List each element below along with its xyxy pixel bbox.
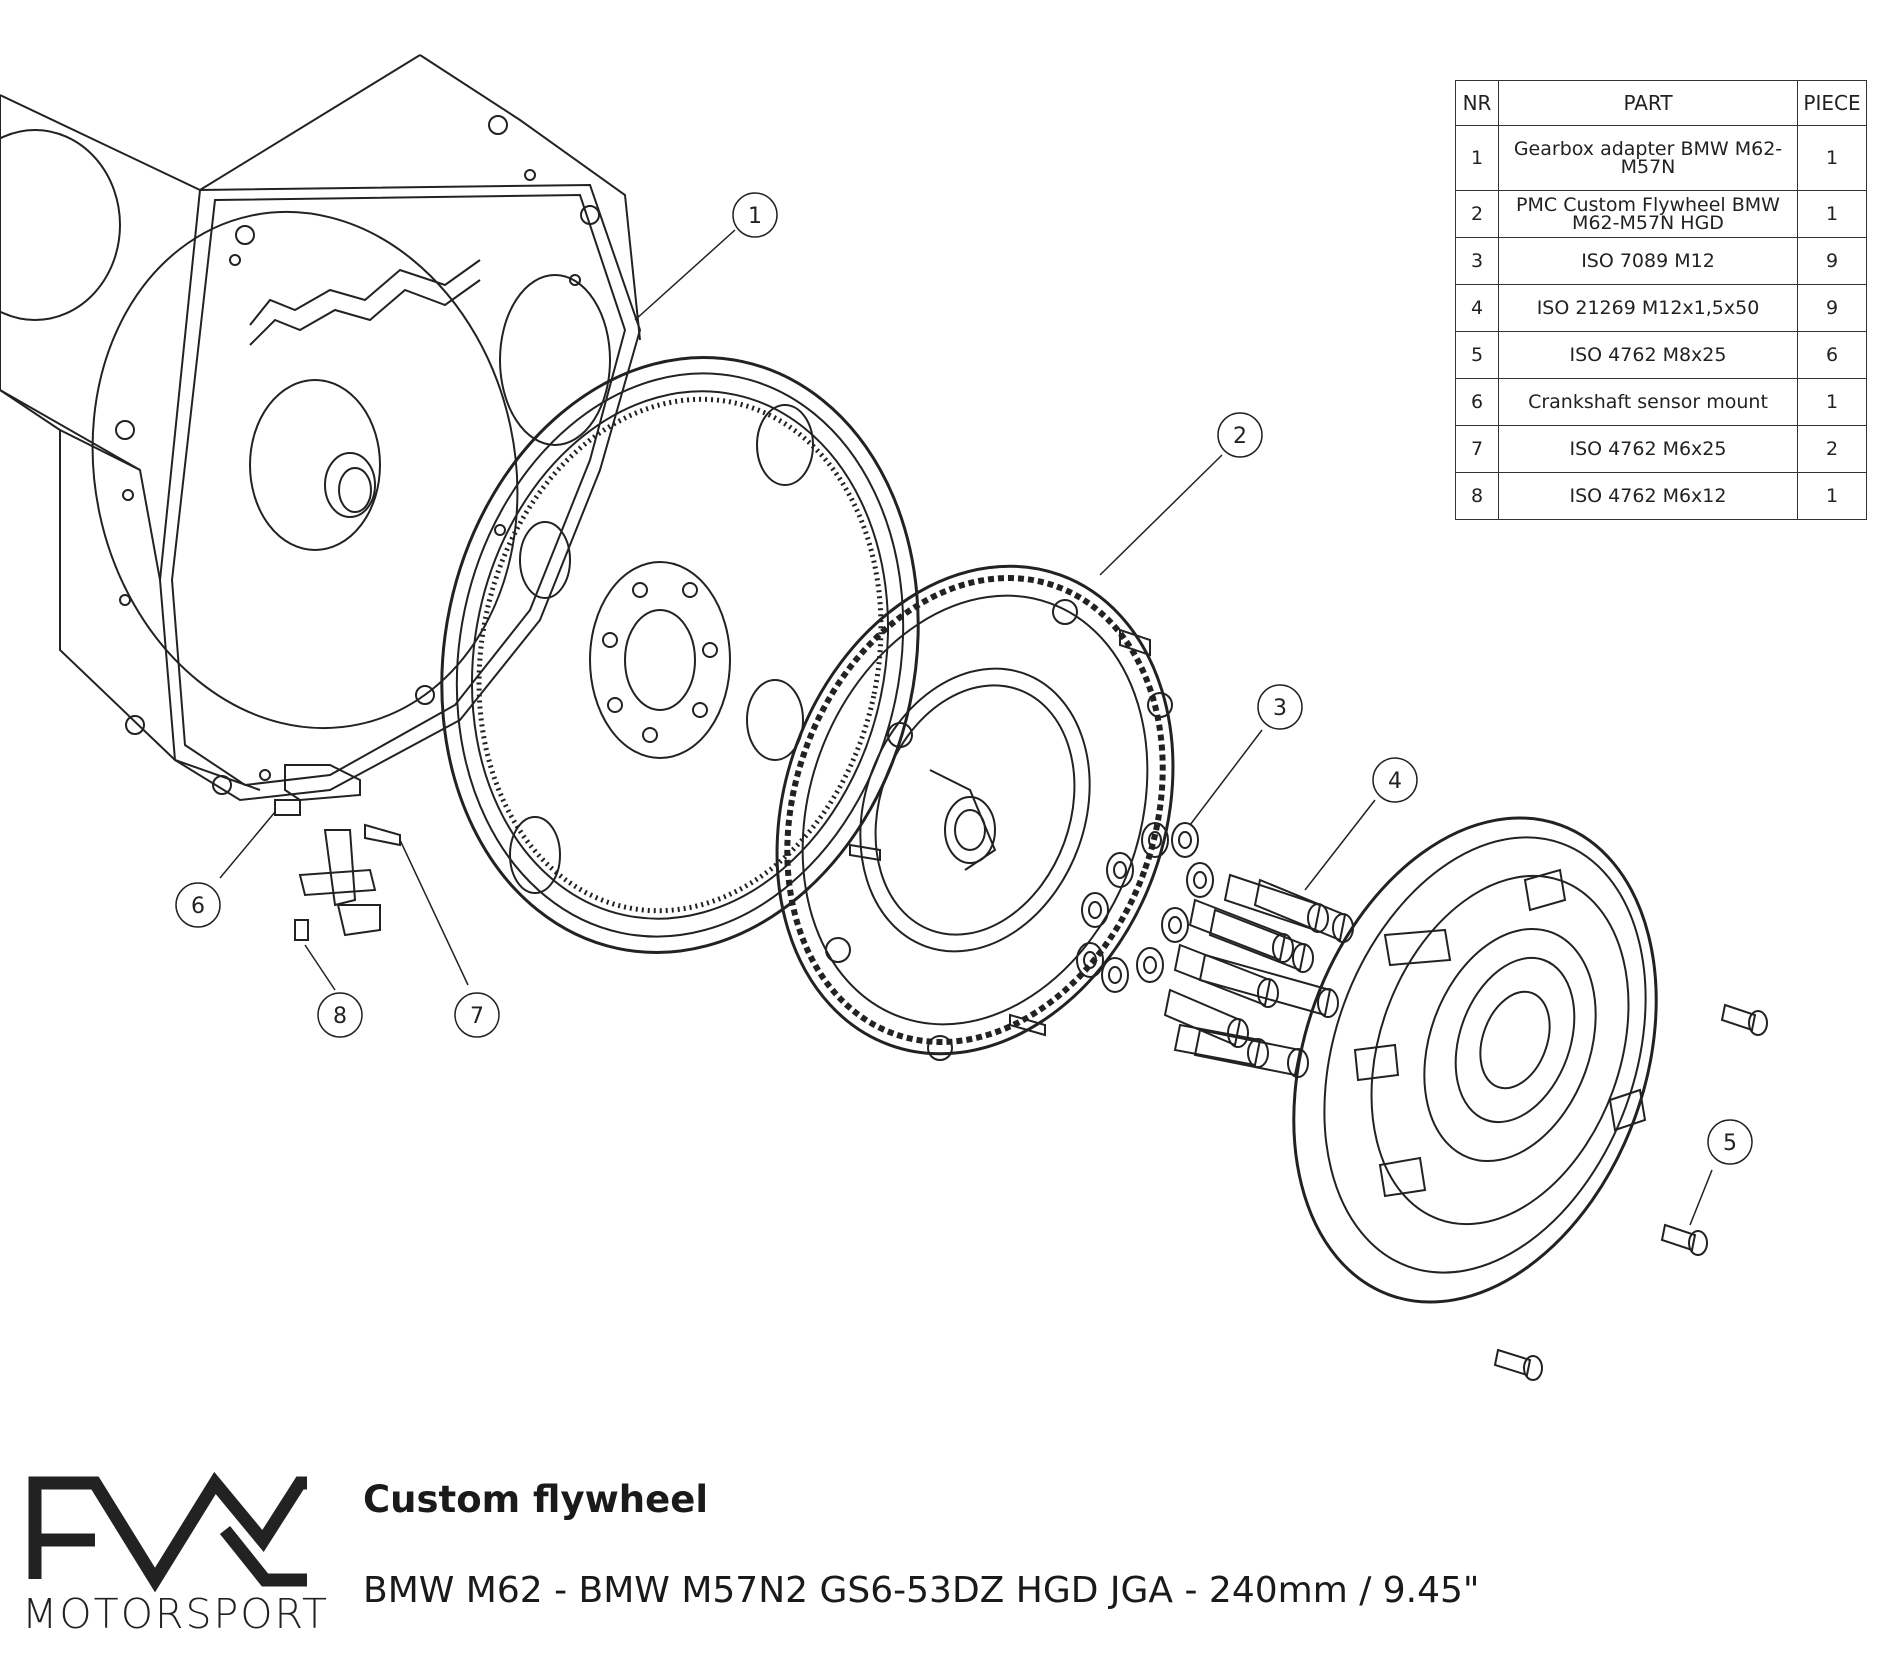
callout-2: 2 xyxy=(1217,412,1263,458)
callout-7: 7 xyxy=(454,992,500,1038)
callout-8: 8 xyxy=(317,992,363,1038)
row-part: ISO 4762 M8x25 xyxy=(1498,331,1798,379)
row-piece: 9 xyxy=(1797,237,1867,285)
crankshaft-sensor-mount xyxy=(274,764,401,941)
row-piece: 2 xyxy=(1797,425,1867,473)
svg-text:1: 1 xyxy=(748,204,762,229)
table-row: 4 ISO 21269 M12x1,5x50 9 xyxy=(1455,284,1867,332)
row-part: Crankshaft sensor mount xyxy=(1498,378,1798,426)
row-part: Gearbox adapter BMW M62-M57N xyxy=(1498,125,1798,191)
svg-text:5: 5 xyxy=(1723,1131,1737,1156)
drawing-title: Custom flywheel xyxy=(363,1478,708,1521)
row-piece: 1 xyxy=(1797,125,1867,191)
clutch-pressure-plate xyxy=(1292,816,1658,1304)
svg-text:4: 4 xyxy=(1388,769,1402,794)
callout-6: 6 xyxy=(175,882,221,928)
table-row: 3 ISO 7089 M12 9 xyxy=(1455,237,1867,285)
flywheel-bolts xyxy=(1163,873,1354,1078)
pmc-logo-mark xyxy=(28,1471,307,1593)
row-piece: 9 xyxy=(1797,284,1867,332)
svg-text:3: 3 xyxy=(1273,696,1287,721)
row-part: ISO 7089 M12 xyxy=(1498,237,1798,285)
washers xyxy=(1076,822,1214,993)
row-nr: 2 xyxy=(1455,190,1499,238)
row-piece: 1 xyxy=(1797,472,1867,520)
row-piece: 6 xyxy=(1797,331,1867,379)
row-piece: 1 xyxy=(1797,190,1867,238)
row-nr: 7 xyxy=(1455,425,1499,473)
table-row: 5 ISO 4762 M8x25 6 xyxy=(1455,331,1867,379)
table-row: 2 PMC Custom Flywheel BMW M62-M57N HGD 1 xyxy=(1455,190,1867,238)
header-part: PART xyxy=(1498,80,1798,126)
parts-table-header: NR PART PIECE xyxy=(1455,80,1867,126)
svg-text:8: 8 xyxy=(333,1004,347,1029)
row-piece: 1 xyxy=(1797,378,1867,426)
row-nr: 3 xyxy=(1455,237,1499,285)
custom-flywheel xyxy=(775,564,1175,1061)
table-row: 1 Gearbox adapter BMW M62-M57N 1 xyxy=(1455,125,1867,191)
header-piece: PIECE xyxy=(1797,80,1867,126)
callout-3: 3 xyxy=(1257,684,1303,730)
row-nr: 5 xyxy=(1455,331,1499,379)
row-part: ISO 21269 M12x1,5x50 xyxy=(1498,284,1798,332)
table-row: 7 ISO 4762 M6x25 2 xyxy=(1455,425,1867,473)
callout-1: 1 xyxy=(732,192,778,238)
callout-5: 5 xyxy=(1707,1119,1753,1165)
svg-text:7: 7 xyxy=(470,1004,484,1029)
table-row: 6 Crankshaft sensor mount 1 xyxy=(1455,378,1867,426)
logo-wordmark: MOTORSPORT xyxy=(22,1590,330,1638)
callout-4: 4 xyxy=(1372,757,1418,803)
row-nr: 1 xyxy=(1455,125,1499,191)
leader-lines xyxy=(219,229,1713,1226)
drawing-subtitle: BMW M62 - BMW M57N2 GS6-53DZ HGD JGA - 2… xyxy=(363,1570,1480,1611)
pressure-plate-screws xyxy=(1493,1003,1768,1381)
svg-text:6: 6 xyxy=(191,894,205,919)
row-part: ISO 4762 M6x12 xyxy=(1498,472,1798,520)
gearbox-adapter xyxy=(0,54,642,802)
row-part: ISO 4762 M6x25 xyxy=(1498,425,1798,473)
flexplate xyxy=(440,356,920,954)
row-part: PMC Custom Flywheel BMW M62-M57N HGD xyxy=(1498,190,1798,238)
header-nr: NR xyxy=(1455,80,1499,126)
row-nr: 4 xyxy=(1455,284,1499,332)
callout-balloons: 1 2 3 4 5 6 7 8 xyxy=(175,192,1753,1165)
row-nr: 8 xyxy=(1455,472,1499,520)
row-nr: 6 xyxy=(1455,378,1499,426)
parts-table: NR PART PIECE 1 Gearbox adapter BMW M62-… xyxy=(1455,80,1867,520)
svg-text:2: 2 xyxy=(1233,424,1247,449)
table-row: 8 ISO 4762 M6x12 1 xyxy=(1455,472,1867,520)
